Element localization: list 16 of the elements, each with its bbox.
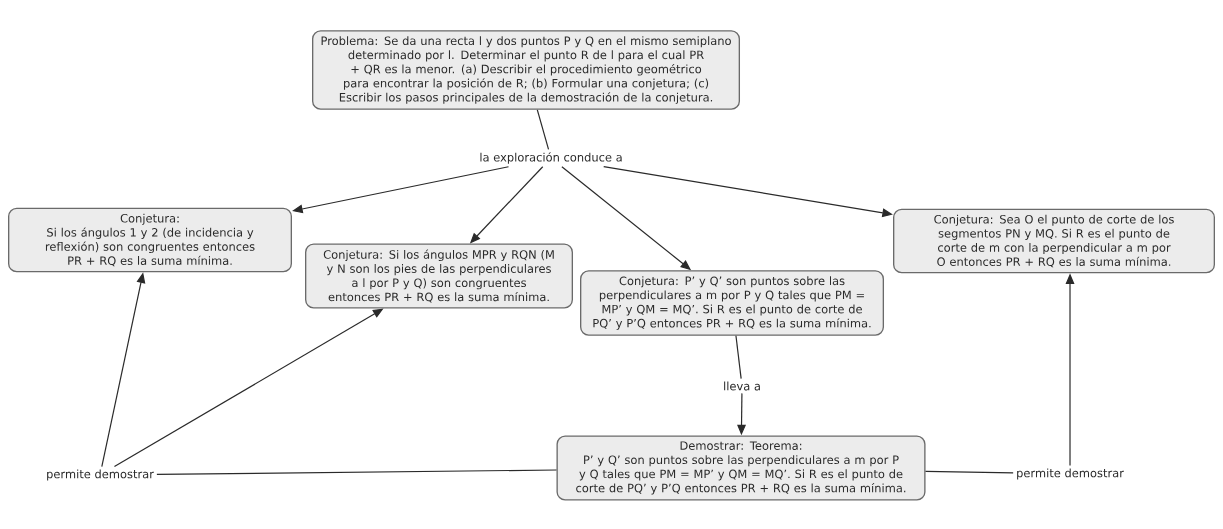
concept-box: Conjetura: Si los ángulos MPR y RQN (M y N son los pies de las perpendiculares a l por P y Q) son congruentes entonces PR + RQ es la suma mínima. xyxy=(305,243,573,309)
concept-box: Conjetura: P’ y Q’ son puntos sobre las perpendiculares a m por P y Q tales que PM = MP’ y QM = MQ’. Si R es el punto de corte de PQ’ y P’Q entonces PR + RQ es la suma mínima. xyxy=(580,270,884,336)
connector-line xyxy=(156,469,558,475)
linking-phrase: permite demostrar xyxy=(1013,465,1127,483)
connector-line xyxy=(536,109,550,150)
concept-box: Conjetura: Sea O el punto de corte de los segmentos PN y MQ. Si R es el punto de corte de m con la perpendicular a m por O entonces PR + RQ es la suma mínima. xyxy=(893,208,1215,274)
concept-box: Conjetura: Si los ángulos 1 y 2 (de incidencia y reflexión) son congruentes entonces PR + RQ es la suma mínima. xyxy=(8,207,292,273)
linking-phrase: permite demostrar xyxy=(43,466,157,484)
concept-box: Demostrar: Teorema: P’ y Q’ son puntos sobre las perpendiculares a m por P y Q tales que PM = MP’ y QM = MQ’. Si R es el punto de corte de PQ’ y P’Q entonces PR + RQ es la suma mínima. xyxy=(556,435,926,501)
connector-line xyxy=(924,470,1014,474)
concept-box: Problema: Se da una recta l y dos puntos P y Q en el mismo semiplano determinado por l. Determinar el punto R de l para el cual PR + QR es la menor. (a) Describir el procedimiento geométrico para encontrar la posición de R; (b) Formular una conjetura; (c) Escribir los pasos principales de la demostración de la conjetura. xyxy=(312,30,740,110)
arrow xyxy=(292,166,510,214)
linking-phrase: lleva a xyxy=(720,378,764,394)
arrow xyxy=(603,166,893,218)
connector-line xyxy=(735,335,742,380)
linking-phrase: la exploración conduce a xyxy=(476,149,626,167)
